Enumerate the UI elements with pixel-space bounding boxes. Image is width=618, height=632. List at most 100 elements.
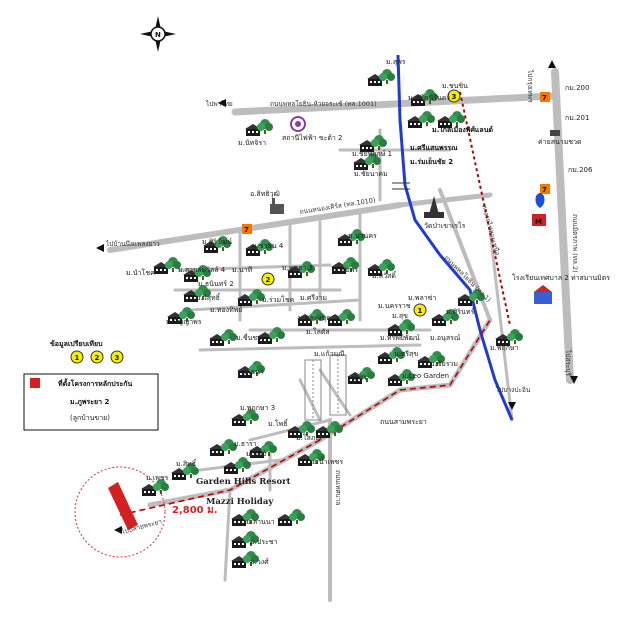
label-mu-sri-ngarm: ม.ศรีงาม: [300, 294, 327, 302]
label-to-saraburi: ไปสระบุรี: [564, 349, 572, 376]
label-mu-phuttha: ม.พุทธา 3: [282, 264, 313, 272]
seven-eleven-icon: 7: [540, 92, 550, 102]
label-mu-chuen: ม.ชื่นชม: [236, 333, 262, 342]
label-mu-nakharat: ม.นครราช: [378, 302, 411, 310]
label-mu-sirin: ม.ศิรินทร์: [446, 308, 474, 316]
label-mu-pho: ม.โพธิ์: [268, 418, 289, 428]
svg-text:3: 3: [452, 93, 457, 101]
label-mu-nawanakorn: ม.นวนคร: [348, 232, 377, 240]
legend-row1: ที่ตั้งโครงการหลักประกัน: [58, 377, 133, 388]
temple-icon: [424, 196, 444, 218]
label-mu-natthajira: ม.นัทจิรา: [238, 139, 266, 147]
legend-row2: ม.ภูพระยา 2: [70, 398, 109, 407]
label-mu-chai-ruam: ม.ชัยรวม: [430, 360, 458, 368]
label-mu-chai2: ม.ร่มเย็นชัย 2: [410, 157, 453, 166]
label-mu-charoen4: ม.ชาลิน 4: [252, 242, 284, 250]
label-school-road: ถนนเทศบาล: [334, 470, 342, 505]
svg-text:2: 2: [266, 276, 271, 284]
label-km200: กม.200: [565, 84, 589, 92]
school-icon: [534, 285, 552, 304]
label-mu-tara: ม.ธารา: [234, 440, 257, 448]
svg-text:7: 7: [244, 226, 249, 234]
seven-eleven-icon: 7: [540, 184, 550, 194]
label-mu-thip: ม.ทิพย์: [246, 450, 266, 458]
comparison-marker-3: 3: [447, 89, 461, 103]
police-icon: [550, 130, 560, 136]
label-mu-pra: ม.ประชา: [250, 538, 278, 546]
label-mu-anusorn: ม.อนุสรณ์: [430, 334, 461, 342]
label-garden-hills: Garden Hills Resort: [196, 477, 291, 487]
label-mu-krung: ม.ธนินทร์ 2: [198, 280, 234, 288]
comparison-marker-2: 2: [261, 272, 275, 286]
label-mu-namchok: ม.นำโชค: [126, 268, 155, 277]
label-mu-kaeo: ม.แก้วมณี: [314, 350, 345, 358]
legend-title: ข้อมูลเปรียบเทียบ: [50, 339, 103, 349]
label-friendship-road: ถนนมิตรภาพ (ทล.2): [571, 214, 579, 273]
label-police-station: ค่ายสนามชวด: [538, 138, 582, 146]
label-mu-nathi: ม.นาที: [232, 266, 253, 274]
svg-text:1: 1: [418, 307, 423, 315]
label-to-bangkok-top: ไปกรุงเทพฯ: [526, 69, 534, 103]
label-mu-siriwat: ม.ศิริวัฒน์: [202, 238, 232, 246]
label-mu-thongthip: ม.ทองทิพย์: [210, 306, 242, 314]
label-mu-charoen: ม.ชนชิน: [442, 82, 468, 90]
distance-label: 2,800 ม.: [172, 505, 218, 516]
comparison-marker-1: 1: [413, 303, 427, 317]
ptt-station-icon: M: [532, 193, 546, 226]
label-mu-lotus: ม.โลตัส: [306, 327, 330, 336]
svg-text:7: 7: [542, 94, 547, 102]
label-mu-chaiyaphruek1: ม.ชัยพฤกษ์ 1: [352, 150, 392, 158]
label-road-1001: ถนนพหลโยธิน-ห้วยจระเข้ (ทล.1001): [270, 100, 377, 108]
label-pea-station: สถานีไฟฟ้า ขะต้า 2: [282, 133, 343, 142]
label-mu-wisut: ม.วิสุทธิ์: [196, 292, 221, 302]
svg-text:1: 1: [75, 354, 80, 362]
factory-icon: [270, 198, 284, 214]
svg-text:3: 3: [115, 354, 120, 362]
label-mu-khlong-b: ม.คลองขุด: [298, 314, 331, 322]
label-mu-plaza: ม.พลาซ่า: [408, 294, 436, 302]
bridge-icon: [392, 182, 410, 190]
label-mu-wong: ม.วงศ์: [250, 558, 269, 566]
label-mu-pruk3: ม.พฤกษา 3: [240, 404, 275, 412]
label-mu-sri: ม.ศรีสุข: [394, 350, 418, 358]
route-line: [119, 319, 491, 516]
label-to-bang-pa-in: ไปบางปะอิน: [495, 386, 531, 394]
label-mu-phet: ม.เพชร: [146, 474, 169, 482]
seven-eleven-icon: 7: [242, 224, 252, 234]
label-km201: กม.201: [565, 114, 589, 122]
label-temple: วัดป่าเขาเรไร: [424, 221, 466, 230]
label-mu-suporn: ม.สุพร: [386, 58, 406, 66]
label-hospital: โรงเรียนเทศบาล 2 ท่าสมานมิตร: [512, 273, 610, 282]
label-factory: อ.สิทธิวุฒิ: [250, 190, 280, 198]
label-mu-lanna: ม.ลานนา: [246, 518, 275, 526]
label-mu-suchitnirun: ม.สุขิตนิรันดร์: [408, 94, 450, 102]
label-mu-soi-a: ม.สายลมวิลล์ 4: [178, 266, 226, 274]
railway-line: [459, 91, 511, 326]
legend-row3: (ลูกบ้านขาย): [70, 414, 110, 422]
label-mu-thon: ม.ธนา: [244, 368, 264, 376]
label-mu-sawat: ม.สวัสดิ์: [372, 270, 397, 280]
svg-text:7: 7: [542, 186, 547, 194]
label-mu-siri: ม.สิริ: [352, 374, 367, 382]
label-mu-chai-phon: ม.ชัยพร: [334, 266, 358, 274]
svg-text:2: 2: [95, 354, 100, 362]
compass-icon: N: [140, 16, 176, 52]
label-mazzi: Mazzi Holiday: [206, 497, 274, 507]
svg-text:M: M: [535, 218, 542, 226]
label-to-phrathai: ไปพาไทย: [205, 100, 233, 108]
label-mu-klaiklang: ม.ใกล้เมืองพิศ์แลนด์: [432, 125, 493, 134]
label-mu-su: ม.สุข: [392, 312, 408, 320]
label-km206: กม.206: [568, 166, 593, 174]
label-to-ban-bueng: ไปบ้านบึงแพลงยาว: [105, 240, 160, 248]
direction-arrows: [96, 60, 578, 534]
legend: ข้อมูลเปรียบเทียบ 1 2 3 ที่ตั้งโครงการหล…: [23, 339, 159, 431]
river-line: [396, 54, 514, 421]
pea-logo-icon: [290, 116, 306, 132]
label-mu-leo: ม.Leo Garden: [402, 372, 449, 380]
label-mu-ruam-chok: ม.ร่วมโชค: [262, 295, 295, 304]
label-road-sam-phraya: ถนนสามพระยา: [380, 418, 427, 426]
label-mu-sap: ม.ทรัพย์พัฒน์: [380, 334, 420, 342]
label-mu-nam: ม.น้ำเพชร: [312, 455, 343, 466]
label-mu-chaiyanakom: ม.ชัยนาคม: [354, 170, 388, 178]
